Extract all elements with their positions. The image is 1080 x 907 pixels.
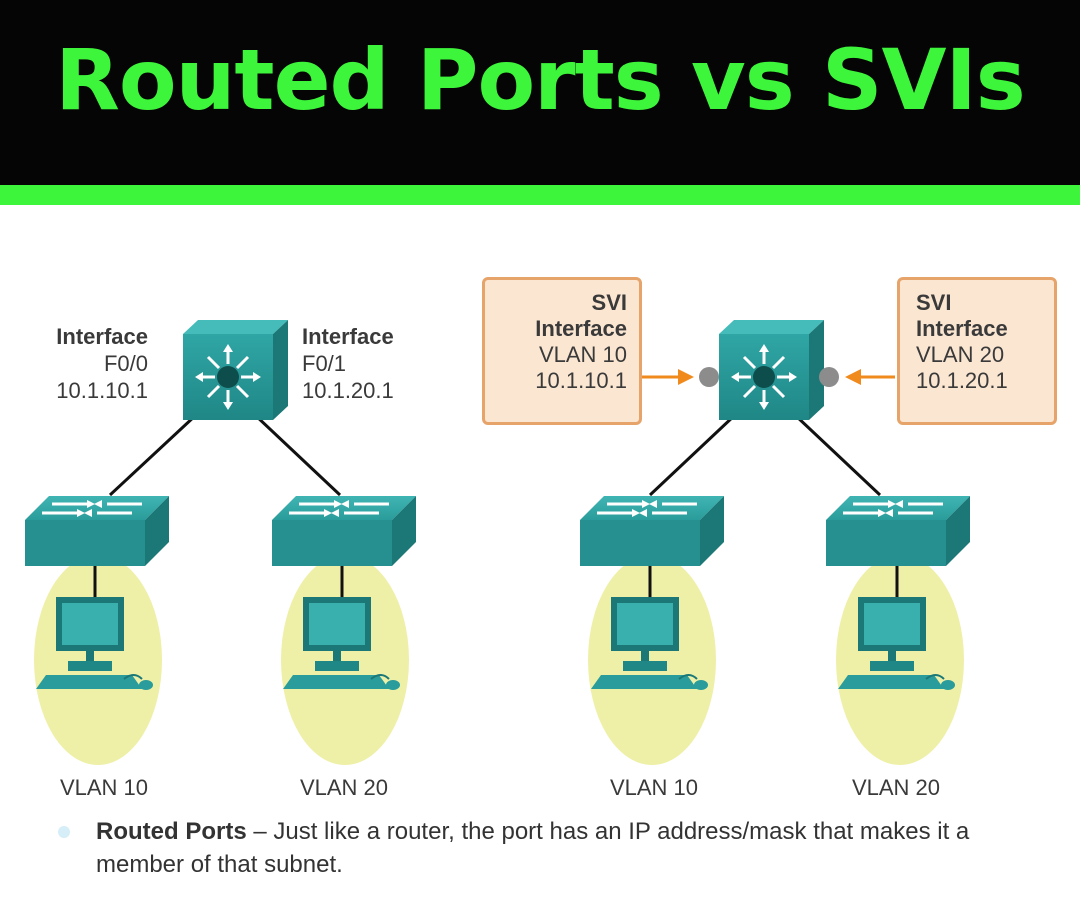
- network-diagram: [23, 318, 972, 765]
- bullet-dot: [58, 826, 70, 838]
- interface-label-f0-1: Interface F0/1 10.1.20.1: [302, 323, 422, 404]
- svi-box-line: SVI: [591, 290, 627, 315]
- svi-box-line: SVI: [916, 290, 952, 315]
- note-text: – Just like a router, the port has an IP…: [96, 818, 970, 878]
- svi-box-line: Interface: [916, 316, 1008, 341]
- interface-label-f0-0: Interface F0/0 10.1.10.1: [38, 323, 148, 404]
- svi-box-vlan10: SVI Interface VLAN 10 10.1.10.1: [482, 277, 642, 425]
- note-term: Routed Ports: [96, 818, 247, 845]
- routed-ports-note: Routed Ports – Just like a router, the p…: [96, 815, 1056, 881]
- vlan-zone: [836, 555, 964, 765]
- interface-label-line: F0/0: [103, 351, 148, 376]
- interface-label-line: F0/1: [302, 351, 347, 376]
- svi-port-dot: [699, 367, 719, 387]
- interface-label-line: Interface: [302, 324, 394, 349]
- switch-icon: [578, 494, 726, 568]
- switch-icon: [23, 494, 171, 568]
- svi-box-line: 10.1.20.1: [916, 368, 1008, 393]
- svi-arrow-right: [845, 369, 895, 385]
- vlan-caption: VLAN 10: [59, 775, 149, 800]
- svi-box-vlan20: SVI Interface VLAN 20 10.1.20.1: [897, 277, 1057, 425]
- vlan-zone: [281, 555, 409, 765]
- switch-icon: [824, 494, 972, 568]
- svi-box-line: 10.1.10.1: [535, 368, 627, 393]
- svi-box-line: Interface: [535, 316, 627, 341]
- interface-label-line: 10.1.20.1: [302, 378, 394, 403]
- switch-icon: [270, 494, 418, 568]
- title-banner: [0, 0, 1080, 185]
- vlan-caption: VLAN 20: [299, 775, 389, 800]
- link-lines: [93, 413, 899, 600]
- svi-box-line: VLAN 20: [916, 342, 1005, 367]
- interface-label-line: 10.1.10.1: [56, 378, 148, 403]
- title-underline: [0, 185, 1080, 205]
- svi-box-line: VLAN 10: [538, 342, 627, 367]
- vlan-zone: [34, 555, 162, 765]
- vlan-zone: [588, 555, 716, 765]
- vlan-caption: VLAN 10: [609, 775, 699, 800]
- multilayer-switch-icon: [717, 318, 826, 422]
- page-title: Routed Ports vs SVIs: [55, 31, 1026, 129]
- svi-arrow-left: [642, 369, 694, 385]
- vlan-caption: VLAN 20: [851, 775, 941, 800]
- svi-port-dot: [819, 367, 839, 387]
- interface-label-line: Interface: [56, 324, 148, 349]
- multilayer-switch-icon: [181, 318, 290, 422]
